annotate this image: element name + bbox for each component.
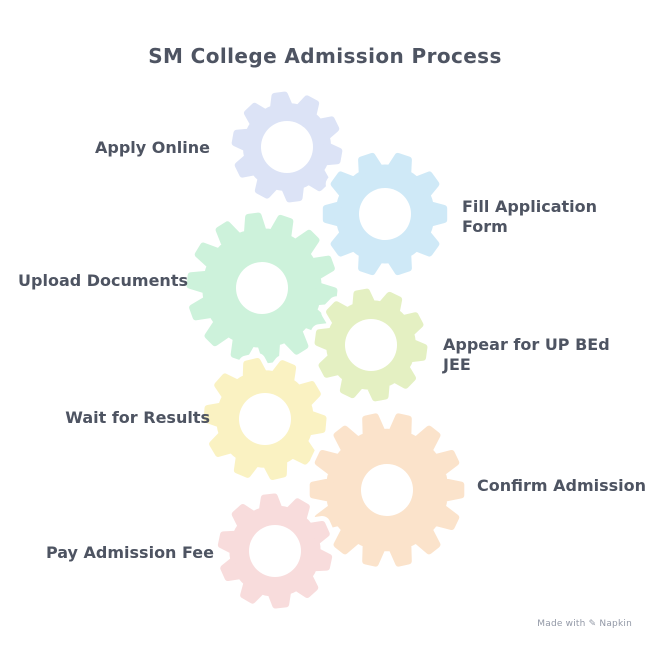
gear-wait-for-results <box>198 353 332 485</box>
gear-hole <box>359 188 411 240</box>
gear-confirm-admission <box>304 408 470 572</box>
step-label-appear-for-up-bed-jee: Appear for UP BEd JEE <box>443 335 610 374</box>
gear-pay-admission-fee <box>212 488 338 614</box>
step-label-apply-online: Apply Online <box>95 138 210 157</box>
gear-upload-documents <box>181 207 343 369</box>
gear-hole <box>361 464 413 516</box>
step-label-fill-application-form: Fill Application Form <box>462 197 598 236</box>
watermark: Made with ✎ Napkin <box>537 619 632 629</box>
step-label-pay-admission-fee: Pay Admission Fee <box>45 543 214 562</box>
diagram-title: SM College Admission Process <box>148 44 502 68</box>
step-label-confirm-admission: Confirm Admission <box>477 476 647 495</box>
gear-fill-application-form <box>317 147 453 281</box>
gear-hole <box>249 525 301 577</box>
gear-hole <box>261 121 313 173</box>
step-label-upload-documents: Upload Documents <box>18 271 188 290</box>
gear-hole <box>239 393 291 445</box>
gear-appear-for-up-bed-jee <box>309 283 433 407</box>
gear-apply-online <box>226 86 348 208</box>
gear-hole <box>236 262 288 314</box>
step-label-wait-for-results: Wait for Results <box>65 408 210 427</box>
gear-hole <box>345 319 397 371</box>
